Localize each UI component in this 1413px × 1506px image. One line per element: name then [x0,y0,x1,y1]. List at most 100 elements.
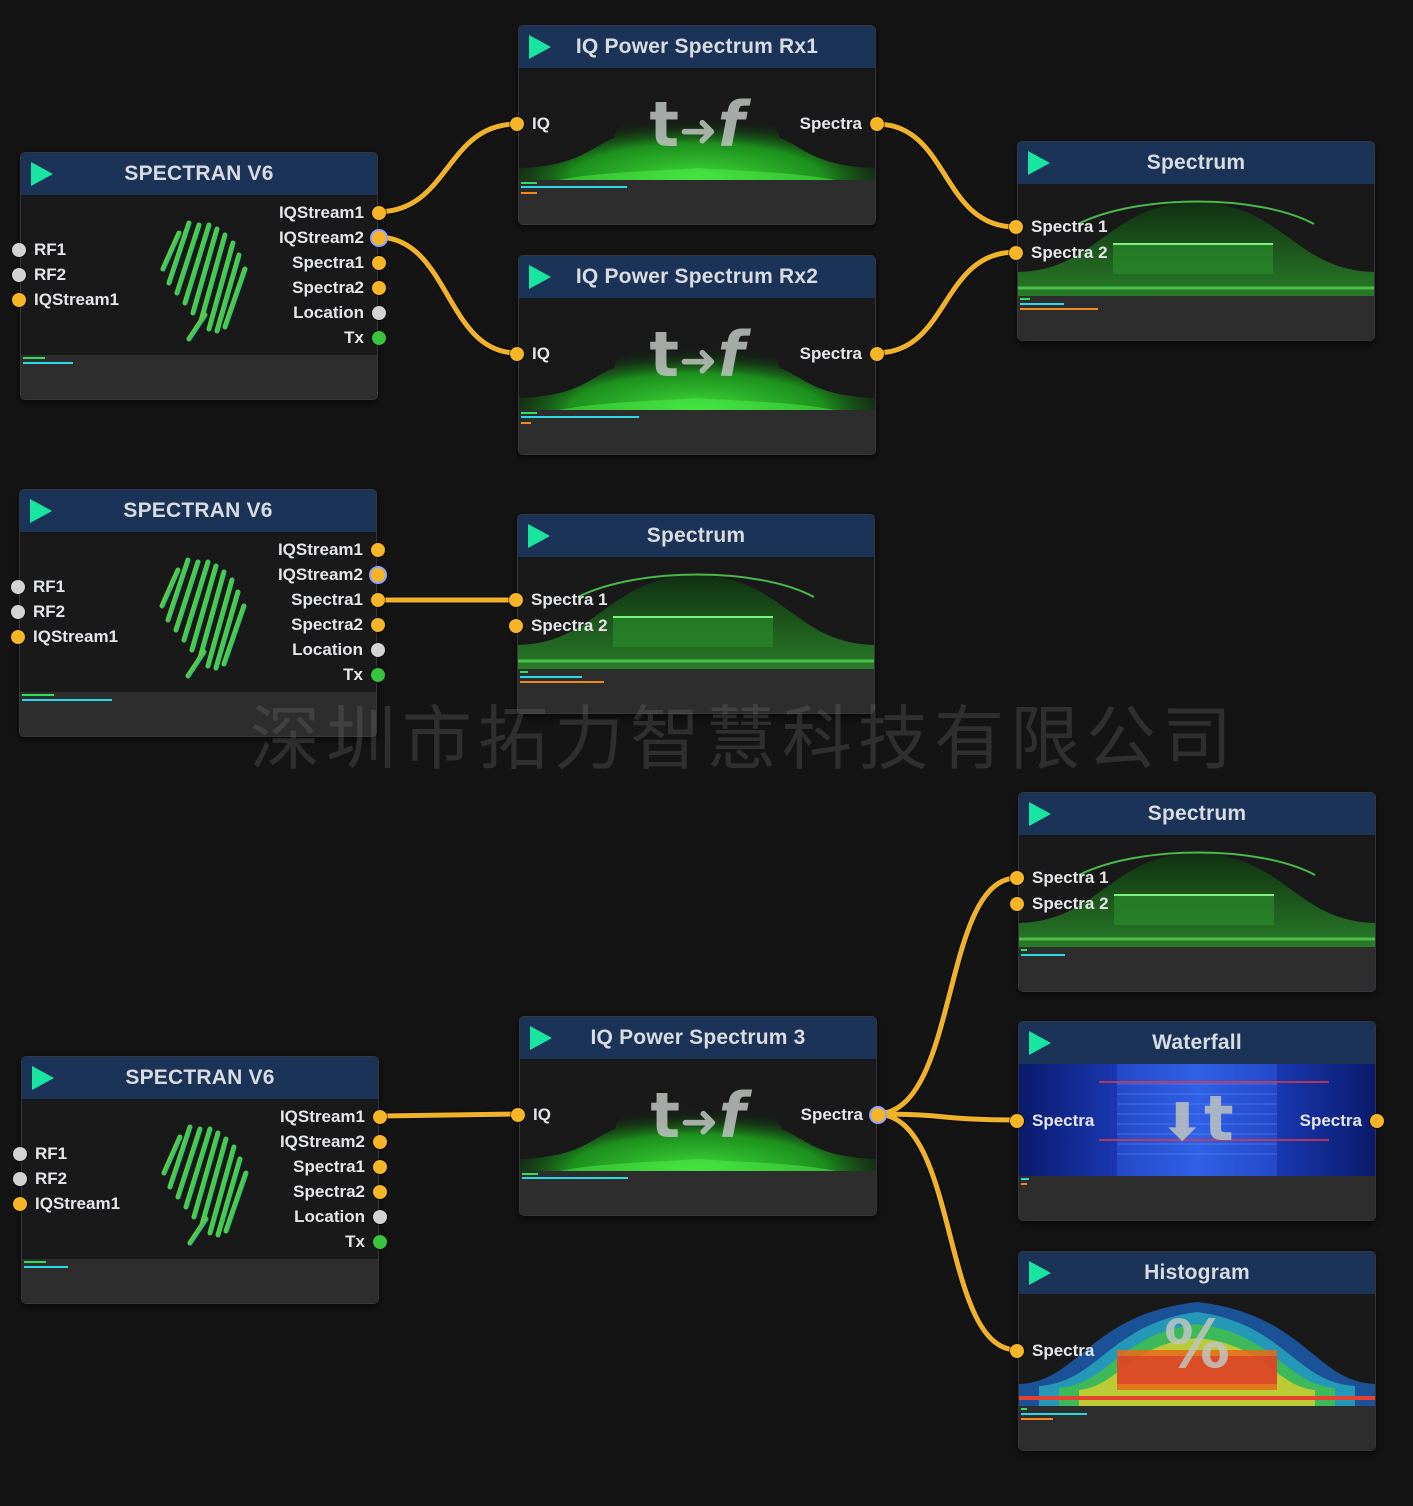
input-port-rf2[interactable]: RF2 [12,264,66,286]
play-icon[interactable] [1028,151,1050,175]
play-icon[interactable] [528,524,550,548]
input-port-rf2[interactable]: RF2 [11,601,65,623]
node-title: Spectrum [1147,802,1247,825]
output-port-spectra2[interactable]: Spectra2 [292,277,386,299]
input-port-rf1[interactable]: RF1 [11,576,65,598]
node-header[interactable]: SPECTRAN V6 [20,490,376,532]
spectran-node-3[interactable]: SPECTRAN V6 RF1 RF2 IQStream1 IQStream1 … [13,1056,387,1304]
spectran-logo-icon [159,557,247,679]
node-footer [1019,1176,1375,1220]
play-icon[interactable] [31,162,53,186]
iq-power-spectrum-rx2-node[interactable]: IQ Power Spectrum Rx2 t➜f IQ Spectra [510,255,884,455]
node-header[interactable]: Waterfall [1019,1022,1375,1064]
input-port-spectra[interactable]: Spectra [1010,1110,1094,1132]
output-port-iqstream1[interactable]: IQStream1 [279,202,386,224]
iq-power-spectrum-3-node[interactable]: IQ Power Spectrum 3 t➜f IQ Spectra [511,1016,885,1216]
spectrum-preview [1019,835,1375,947]
wire-rx1-spectrum [873,121,1019,230]
output-port-iqstream2[interactable]: IQStream2 [280,1131,387,1153]
input-port-spectra-2[interactable]: Spectra 2 [509,615,608,637]
input-port-spectra-2[interactable]: Spectra 2 [1010,893,1109,915]
node-header[interactable]: Spectrum [1018,142,1374,184]
output-port-spectra[interactable]: Spectra [801,1104,885,1126]
waterfall-preview: ⬇t [1019,1064,1375,1176]
time-to-frequency-icon: t➜f [649,88,745,161]
node-title: IQ Power Spectrum Rx1 [575,35,819,58]
input-port-spectra-1[interactable]: Spectra 1 [1010,867,1109,889]
histogram-node[interactable]: Histogram % Spectra [1010,1251,1376,1451]
time-to-frequency-icon: t➜f [649,318,745,391]
play-icon[interactable] [1029,1261,1051,1285]
input-port-rf2[interactable]: RF2 [13,1168,67,1190]
output-port-tx[interactable]: Tx [343,664,385,686]
node-header[interactable]: Spectrum [1019,793,1375,835]
output-port-spectra1[interactable]: Spectra1 [293,1156,387,1178]
output-port-spectra1[interactable]: Spectra1 [291,589,385,611]
spectran-node-1[interactable]: SPECTRAN V6 RF1 RF2 IQStream1 IQStream1 … [12,152,386,400]
node-header[interactable]: IQ Power Spectrum Rx2 [519,256,875,298]
output-port-iqstream2[interactable]: IQStream2 [278,564,385,586]
output-port-iqstream1[interactable]: IQStream1 [280,1106,387,1128]
node-footer [519,410,875,454]
output-port-iqstream2[interactable]: IQStream2 [279,227,386,249]
wire-iq3-spectrum [873,875,1020,1117]
spectran-logo-icon [161,1124,249,1246]
node-header[interactable]: Histogram [1019,1252,1375,1294]
waterfall-node[interactable]: Waterfall ⬇t Spectra [1010,1021,1384,1221]
input-port-spectra[interactable]: Spectra [1010,1340,1094,1362]
play-icon[interactable] [30,499,52,523]
wire-spectran1-rx1 [374,121,520,215]
play-icon[interactable] [1029,802,1051,826]
input-port-spectra-1[interactable]: Spectra 1 [1009,216,1108,238]
input-port-iqstream1[interactable]: IQStream1 [11,626,118,648]
output-port-spectra[interactable]: Spectra [800,113,884,135]
time-to-frequency-icon: t➜f [650,1079,746,1152]
node-title: Spectrum [646,524,746,547]
output-port-spectra[interactable]: Spectra [1300,1110,1384,1132]
input-port-spectra-1[interactable]: Spectra 1 [509,589,608,611]
play-icon[interactable] [32,1066,54,1090]
input-port-iq[interactable]: IQ [510,343,550,365]
play-icon[interactable] [529,265,551,289]
node-footer [1019,1406,1375,1450]
spectran-node-2[interactable]: SPECTRAN V6 RF1 RF2 IQStream1 IQStream1 … [11,489,385,737]
input-port-iq[interactable]: IQ [511,1104,551,1126]
wire-spectran1-rx2 [374,234,520,356]
play-icon[interactable] [529,35,551,59]
input-port-rf1[interactable]: RF1 [12,239,66,261]
iq-power-spectrum-rx1-node[interactable]: IQ Power Spectrum Rx1 t➜f IQ Spectra [510,25,884,225]
node-header[interactable]: SPECTRAN V6 [21,153,377,195]
wire-iq3-waterfall [873,1111,1020,1123]
node-title: Histogram [1144,1261,1250,1284]
output-port-spectra1[interactable]: Spectra1 [292,252,386,274]
node-header[interactable]: IQ Power Spectrum 3 [520,1017,876,1059]
node-header[interactable]: Spectrum [518,515,874,557]
node-header[interactable]: SPECTRAN V6 [22,1057,378,1099]
output-port-spectra2[interactable]: Spectra2 [293,1181,387,1203]
node-footer [21,355,377,399]
down-arrow-time-icon: ⬇t [1160,1082,1234,1155]
input-port-iqstream1[interactable]: IQStream1 [13,1193,120,1215]
output-port-spectra[interactable]: Spectra [800,343,884,365]
output-port-spectra2[interactable]: Spectra2 [291,614,385,636]
output-port-location[interactable]: Location [294,1206,387,1228]
spectrum-node-top[interactable]: Spectrum Spectra 1 Spectra 2 [1009,141,1375,341]
play-icon[interactable] [1029,1031,1051,1055]
input-port-iq[interactable]: IQ [510,113,550,135]
input-port-rf1[interactable]: RF1 [13,1143,67,1165]
output-port-location[interactable]: Location [293,302,386,324]
spectrum-node-bottom[interactable]: Spectrum Spectra 1 Spectra 2 [1010,792,1376,992]
spectrum-node-middle[interactable]: Spectrum Spectra 1 Spectra 2 [509,514,875,714]
input-port-iqstream1[interactable]: IQStream1 [12,289,119,311]
output-port-tx[interactable]: Tx [344,327,386,349]
spectrum-preview: t➜f [519,68,875,180]
node-footer [22,1259,378,1303]
play-icon[interactable] [530,1026,552,1050]
output-port-tx[interactable]: Tx [345,1231,387,1253]
node-title: IQ Power Spectrum 3 [590,1026,806,1049]
node-footer [1018,296,1374,340]
node-header[interactable]: IQ Power Spectrum Rx1 [519,26,875,68]
input-port-spectra-2[interactable]: Spectra 2 [1009,242,1108,264]
output-port-iqstream1[interactable]: IQStream1 [278,539,385,561]
output-port-location[interactable]: Location [292,639,385,661]
